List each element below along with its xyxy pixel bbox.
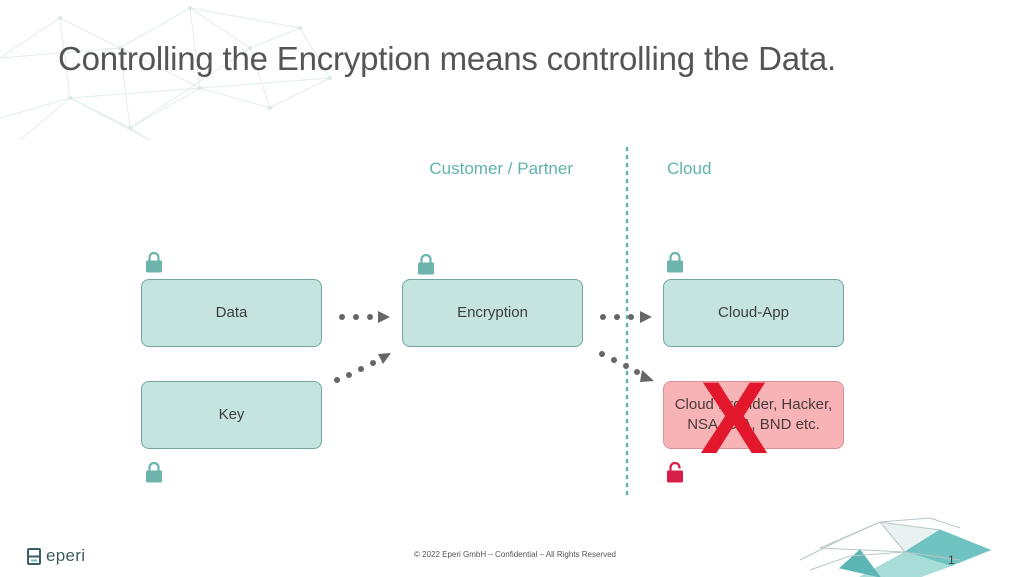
arrow-key-to-encryption	[334, 353, 391, 383]
cloud-provider-box: Cloud Provider, Hacker, NSA, CIA, BND et…	[663, 381, 844, 449]
cloud-app-box: Cloud-App	[663, 279, 844, 347]
slide-title: Controlling the Encryption means control…	[58, 40, 836, 77]
encryption-box: Encryption	[402, 279, 583, 347]
cloud-label: Cloud	[667, 159, 712, 178]
copyright-notice: © 2022 Eperi GmbH – Confidential – All R…	[414, 550, 616, 559]
lock-closed-icon	[667, 251, 683, 273]
key-box-label: Key	[218, 406, 245, 423]
arrow-encryption-to-cloud-provider	[599, 351, 654, 382]
footer-decoration	[799, 517, 992, 577]
lock-closed-icon	[418, 253, 434, 275]
lock-closed-icon	[146, 461, 162, 483]
eperi-logo-icon	[27, 547, 41, 565]
encryption-box-label: Encryption	[457, 304, 528, 321]
page-number: 1	[948, 553, 955, 567]
cross-mark: X	[700, 361, 769, 475]
data-box: Data	[141, 279, 322, 347]
data-box-label: Data	[215, 304, 248, 321]
lock-open-icon	[667, 461, 683, 483]
cloud-provider-box-label: Cloud Provider, Hacker, NSA, CIA, BND et…	[674, 396, 833, 433]
arrow-data-to-encryption	[339, 311, 390, 323]
cloud-app-box-label: Cloud-App	[718, 304, 789, 321]
eperi-logo-text: eperi	[46, 546, 86, 565]
key-box: Key	[141, 381, 322, 449]
eperi-logo: eperi	[27, 546, 85, 566]
arrow-encryption-to-cloud-app	[600, 311, 652, 323]
customer-partner-label: Customer / Partner	[429, 159, 573, 178]
lock-closed-icon	[146, 251, 162, 273]
